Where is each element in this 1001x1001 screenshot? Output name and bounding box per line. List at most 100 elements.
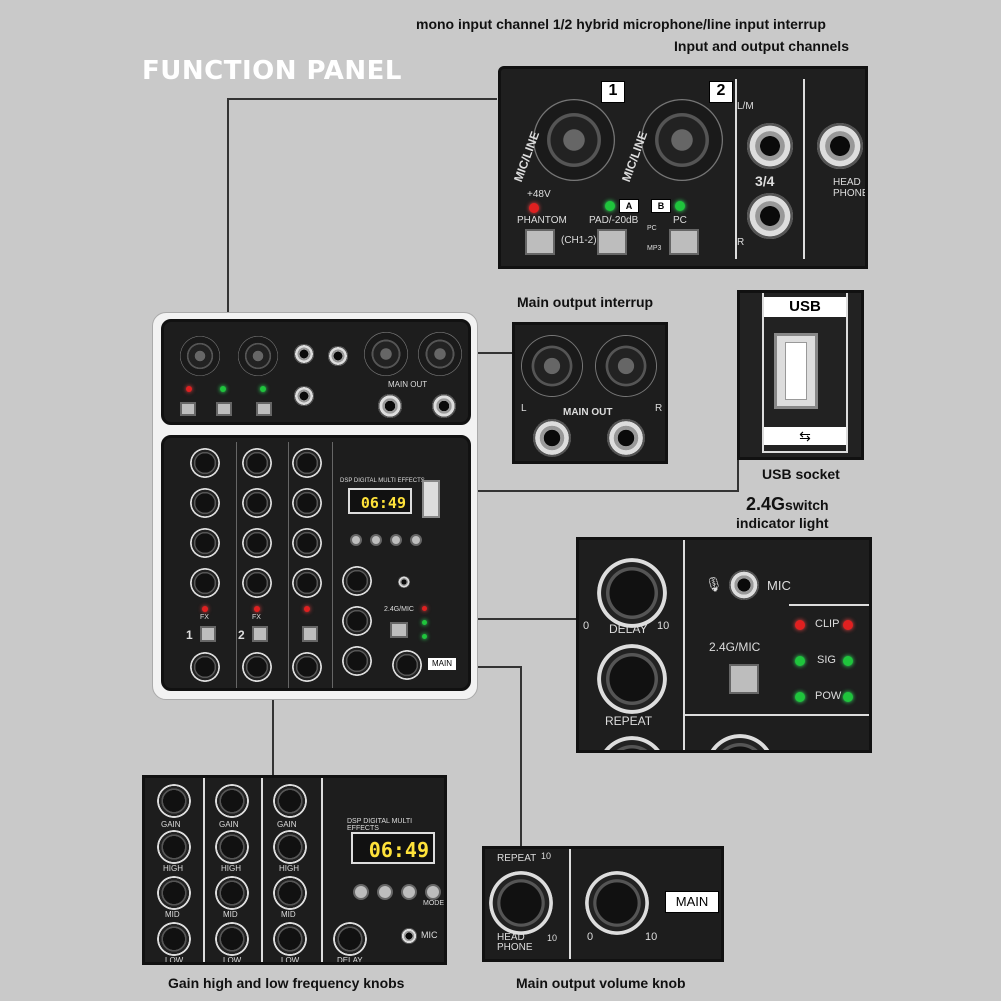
mixer-pad-button[interactable] — [216, 402, 232, 416]
main-out-jack-right[interactable] — [607, 419, 645, 457]
mixer-jack-4[interactable] — [294, 386, 314, 406]
mixer-prev-button[interactable] — [370, 534, 382, 546]
ch34-high-knob[interactable] — [292, 488, 322, 518]
ch2-level-knob[interactable] — [242, 652, 272, 682]
ch2-high-knob[interactable] — [242, 488, 272, 518]
kp-ch2-low-knob[interactable] — [215, 922, 249, 956]
mixer-headphone-knob[interactable] — [342, 646, 372, 676]
repeat-knob[interactable] — [597, 644, 667, 714]
mixer-mic-jack[interactable] — [398, 576, 410, 588]
mixer-main-xlr-l[interactable] — [364, 332, 408, 376]
vp-headphone-label: HEAD PHONE — [497, 932, 533, 953]
phantom-label: PHANTOM — [517, 215, 567, 226]
mixer-jack-3[interactable] — [294, 344, 314, 364]
combo-jack-2[interactable] — [641, 99, 723, 181]
divider — [261, 778, 263, 962]
kp-ch1-high-knob[interactable] — [157, 830, 191, 864]
ch2-low-knob[interactable] — [242, 568, 272, 598]
ch2-fx-button[interactable] — [252, 626, 268, 642]
phantom-button[interactable] — [525, 229, 555, 255]
connector-line — [520, 666, 522, 846]
main-out-r-label: R — [655, 403, 663, 414]
main-output-caption: Main output interrup — [517, 294, 654, 310]
ch34-mid-knob[interactable] — [292, 528, 322, 558]
switch-2-4g-mic-button[interactable] — [729, 664, 759, 694]
input-jack-4[interactable] — [747, 193, 793, 239]
r-label: R — [737, 237, 745, 248]
ch34-gain-knob[interactable] — [292, 448, 322, 478]
mixer-usb-port[interactable] — [422, 480, 440, 518]
main-out-xlr-left[interactable] — [521, 335, 583, 397]
kp-ch1-mid-knob[interactable] — [157, 876, 191, 910]
mixer-main-jack-r[interactable] — [432, 394, 456, 418]
vp-main-knob[interactable] — [585, 871, 649, 935]
ch1-low-knob[interactable] — [190, 568, 220, 598]
mixer-headphone-jack[interactable] — [328, 346, 348, 366]
main-out-xlr-right[interactable] — [595, 335, 657, 397]
ch34-low-knob[interactable] — [292, 568, 322, 598]
pad-label: PAD/-20dB — [589, 215, 639, 226]
switch-caption-line2: indicator light — [736, 515, 829, 531]
pc-mp3-button[interactable] — [669, 229, 699, 255]
kp-next-button[interactable] — [401, 884, 417, 900]
kp-play-button[interactable] — [353, 884, 369, 900]
kp-ch1-gain-knob[interactable] — [157, 784, 191, 818]
divider — [683, 714, 869, 716]
kp-ch34-high-knob[interactable] — [273, 830, 307, 864]
ch1-high-knob[interactable] — [190, 488, 220, 518]
mixer-combo-1[interactable] — [180, 336, 220, 376]
pad-button[interactable] — [597, 229, 627, 255]
ch1-fx-button[interactable] — [200, 626, 216, 642]
kp-mode-button[interactable] — [425, 884, 441, 900]
divider — [288, 442, 289, 688]
knob-partial-2[interactable] — [705, 734, 775, 750]
combo-jack-1[interactable] — [533, 99, 615, 181]
kp-ch2-mid-knob[interactable] — [215, 876, 249, 910]
mixer-main-xlr-r[interactable] — [418, 332, 462, 376]
ch34-level-knob[interactable] — [292, 652, 322, 682]
mixer-delay-knob[interactable] — [342, 566, 372, 596]
sig-led-left — [795, 656, 805, 666]
knob-partial[interactable] — [597, 736, 667, 750]
kp-delay-knob[interactable] — [333, 922, 367, 956]
connector-line — [737, 460, 739, 492]
mixer-main-knob[interactable] — [392, 650, 422, 680]
ch1-level-knob[interactable] — [190, 652, 220, 682]
main-out-jack-left[interactable] — [533, 419, 571, 457]
mixer-phantom-button[interactable] — [180, 402, 196, 416]
mixer-repeat-knob[interactable] — [342, 606, 372, 636]
mixer-pc-button[interactable] — [256, 402, 272, 416]
mic-jack[interactable] — [729, 570, 759, 600]
mixer-combo-2[interactable] — [238, 336, 278, 376]
kp-prev-button[interactable] — [377, 884, 393, 900]
input-jack-3[interactable] — [747, 123, 793, 169]
ch2-mid-knob[interactable] — [242, 528, 272, 558]
ch1-mid-knob[interactable] — [190, 528, 220, 558]
mixer-main-jack-l[interactable] — [378, 394, 402, 418]
kp-ch34-low-knob[interactable] — [273, 922, 307, 956]
delay-knob[interactable] — [597, 558, 667, 628]
usb-port[interactable] — [774, 333, 818, 409]
mixer-mode-button[interactable] — [410, 534, 422, 546]
ch2-gain-knob[interactable] — [242, 448, 272, 478]
kp-mic-jack[interactable] — [401, 928, 417, 944]
mixer-main-label: MAIN — [428, 658, 456, 670]
vp-headphone-knob[interactable] — [489, 871, 553, 935]
kp-ch1-low-knob[interactable] — [157, 922, 191, 956]
switch-button-label: 2.4G/MIC — [709, 640, 761, 654]
kp-ch2-high-knob[interactable] — [215, 830, 249, 864]
repeat-label: REPEAT — [605, 714, 653, 728]
mic-label: MIC — [767, 578, 791, 593]
lm-label: L/M — [737, 101, 754, 112]
headphone-label: HEAD PHONE — [833, 177, 868, 199]
headphone-jack[interactable] — [817, 123, 863, 169]
kp-ch2-gain-knob[interactable] — [215, 784, 249, 818]
volume-panel: REPEAT 10 HEAD PHONE 10 0 10 MAIN — [482, 846, 724, 962]
ch34-button[interactable] — [302, 626, 318, 642]
kp-ch34-mid-knob[interactable] — [273, 876, 307, 910]
ch1-gain-knob[interactable] — [190, 448, 220, 478]
mixer-play-button[interactable] — [350, 534, 362, 546]
mixer-switch-button[interactable] — [390, 622, 408, 638]
mixer-next-button[interactable] — [390, 534, 402, 546]
kp-ch34-gain-knob[interactable] — [273, 784, 307, 818]
